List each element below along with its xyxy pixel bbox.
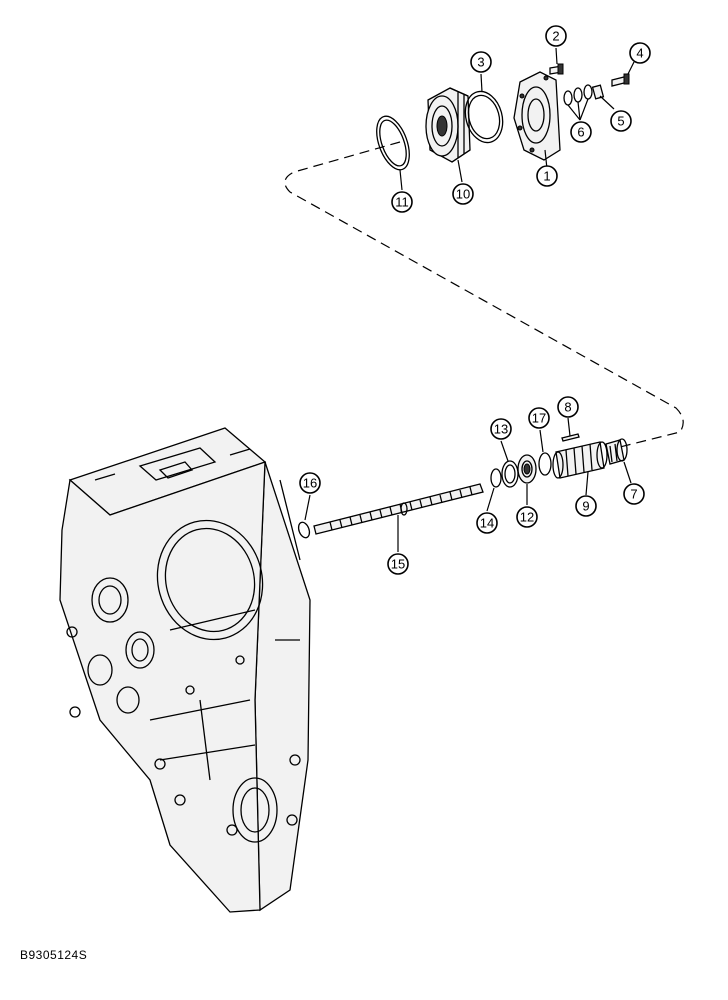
callout-12: 12 bbox=[516, 506, 538, 528]
callout-9: 9 bbox=[575, 495, 597, 517]
bolt-part-2 bbox=[549, 63, 564, 75]
callout-6: 6 bbox=[570, 121, 592, 143]
svg-text:11: 11 bbox=[395, 195, 409, 210]
svg-text:17: 17 bbox=[532, 411, 546, 426]
svg-text:2: 2 bbox=[552, 29, 559, 44]
svg-text:12: 12 bbox=[520, 510, 534, 525]
cover-plate-part-1 bbox=[513, 71, 561, 161]
seal-ring-part-3 bbox=[464, 90, 504, 144]
svg-text:10: 10 bbox=[456, 187, 470, 202]
callout-1: 1 bbox=[536, 165, 558, 187]
callout-2: 2 bbox=[545, 25, 567, 47]
callout-7: 7 bbox=[623, 483, 645, 505]
svg-text:4: 4 bbox=[636, 46, 643, 61]
svg-text:13: 13 bbox=[494, 422, 508, 437]
callout-11: 11 bbox=[391, 191, 413, 213]
callout-14: 14 bbox=[476, 512, 498, 534]
svg-text:14: 14 bbox=[480, 516, 494, 531]
svg-text:9: 9 bbox=[582, 499, 589, 514]
snap-ring-part-17 bbox=[538, 452, 552, 476]
washer-part-13 bbox=[501, 460, 519, 488]
svg-text:6: 6 bbox=[577, 125, 584, 140]
svg-text:7: 7 bbox=[630, 487, 637, 502]
callout-13: 13 bbox=[490, 418, 512, 440]
callout-16: 16 bbox=[299, 472, 321, 494]
ring-part-14 bbox=[490, 468, 502, 488]
svg-text:16: 16 bbox=[303, 476, 317, 491]
callout-8: 8 bbox=[557, 396, 579, 418]
svg-text:5: 5 bbox=[617, 114, 624, 129]
clutch-housing-part-10 bbox=[425, 87, 471, 163]
callout-10: 10 bbox=[452, 183, 474, 205]
bearing-part-12 bbox=[517, 454, 537, 484]
callout-4: 4 bbox=[629, 42, 651, 64]
callout-3: 3 bbox=[470, 51, 492, 73]
screw-part-4 bbox=[611, 73, 630, 87]
svg-text:1: 1 bbox=[543, 169, 550, 184]
ring-part-16 bbox=[297, 521, 311, 539]
gear-part-9 bbox=[552, 441, 608, 479]
pin-part-8 bbox=[561, 433, 580, 442]
svg-text:8: 8 bbox=[564, 400, 571, 415]
sleeve-part-5 bbox=[591, 84, 605, 100]
shaft-part-15 bbox=[313, 483, 484, 535]
leader-lines bbox=[304, 47, 635, 552]
callout-17: 17 bbox=[528, 407, 550, 429]
callout-15: 15 bbox=[387, 553, 409, 575]
roller-bearing-part-7 bbox=[605, 438, 628, 465]
svg-text:3: 3 bbox=[477, 55, 484, 70]
transmission-case bbox=[59, 427, 311, 913]
assembly-dashed-line bbox=[284, 141, 684, 448]
svg-text:15: 15 bbox=[391, 557, 405, 572]
figure-code: B9305124S bbox=[20, 948, 88, 962]
callout-5: 5 bbox=[610, 110, 632, 132]
o-ring-part-11 bbox=[376, 115, 410, 171]
